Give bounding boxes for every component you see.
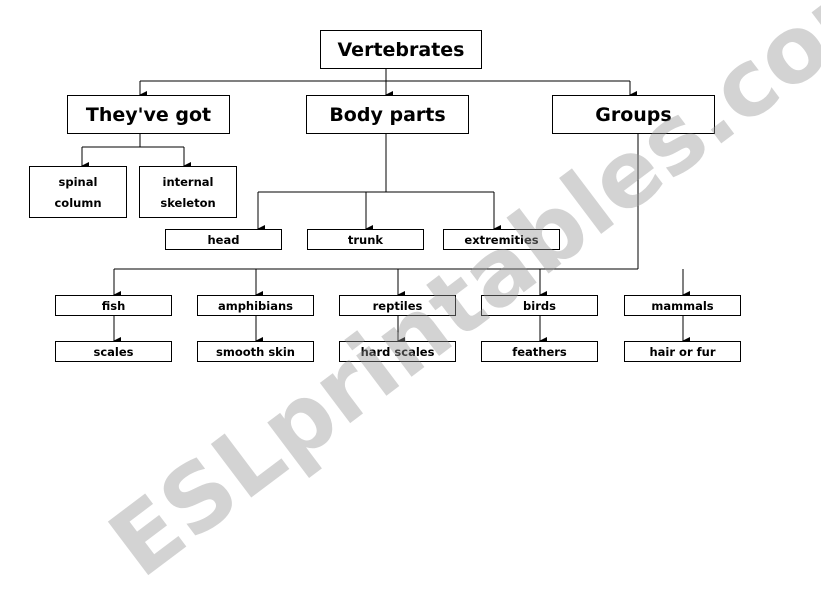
node-internal-skeleton: internal skeleton: [139, 166, 237, 218]
node-label: hard scales: [360, 344, 435, 359]
node-fish: fish: [55, 295, 172, 316]
node-label-line: skeleton: [160, 195, 216, 210]
node-label: scales: [93, 344, 134, 359]
node-label: trunk: [347, 232, 384, 247]
node-label: reptiles: [372, 298, 423, 313]
node-theyve-got: They've got: [67, 95, 230, 134]
node-label: Body parts: [329, 103, 446, 126]
node-label: smooth skin: [216, 344, 295, 359]
node-head: head: [165, 229, 282, 250]
node-feathers: feathers: [481, 341, 598, 362]
node-mammals: mammals: [624, 295, 741, 316]
node-amphibians: amphibians: [197, 295, 314, 316]
node-spinal-column: spinal column: [29, 166, 127, 218]
node-label-line: column: [54, 195, 102, 210]
node-label: Groups: [595, 103, 672, 126]
node-groups: Groups: [552, 95, 715, 134]
node-label: hair or fur: [649, 344, 716, 359]
node-label: fish: [101, 298, 126, 313]
node-label: birds: [523, 298, 556, 313]
node-smooth-skin: smooth skin: [197, 341, 314, 362]
node-label: extremities: [464, 232, 539, 247]
node-hair-or-fur: hair or fur: [624, 341, 741, 362]
node-label: head: [207, 232, 240, 247]
node-label-line: spinal: [58, 174, 98, 189]
node-label: mammals: [651, 298, 714, 313]
node-hard-scales: hard scales: [339, 341, 456, 362]
node-vertebrates: Vertebrates: [320, 30, 482, 69]
node-label: amphibians: [217, 298, 294, 313]
node-label-line: internal: [162, 174, 214, 189]
node-label: They've got: [85, 103, 212, 126]
node-trunk: trunk: [307, 229, 424, 250]
node-reptiles: reptiles: [339, 295, 456, 316]
node-label: feathers: [512, 344, 567, 359]
node-scales: scales: [55, 341, 172, 362]
node-birds: birds: [481, 295, 598, 316]
node-body-parts: Body parts: [306, 95, 469, 134]
node-label: Vertebrates: [337, 38, 465, 61]
node-extremities: extremities: [443, 229, 560, 250]
